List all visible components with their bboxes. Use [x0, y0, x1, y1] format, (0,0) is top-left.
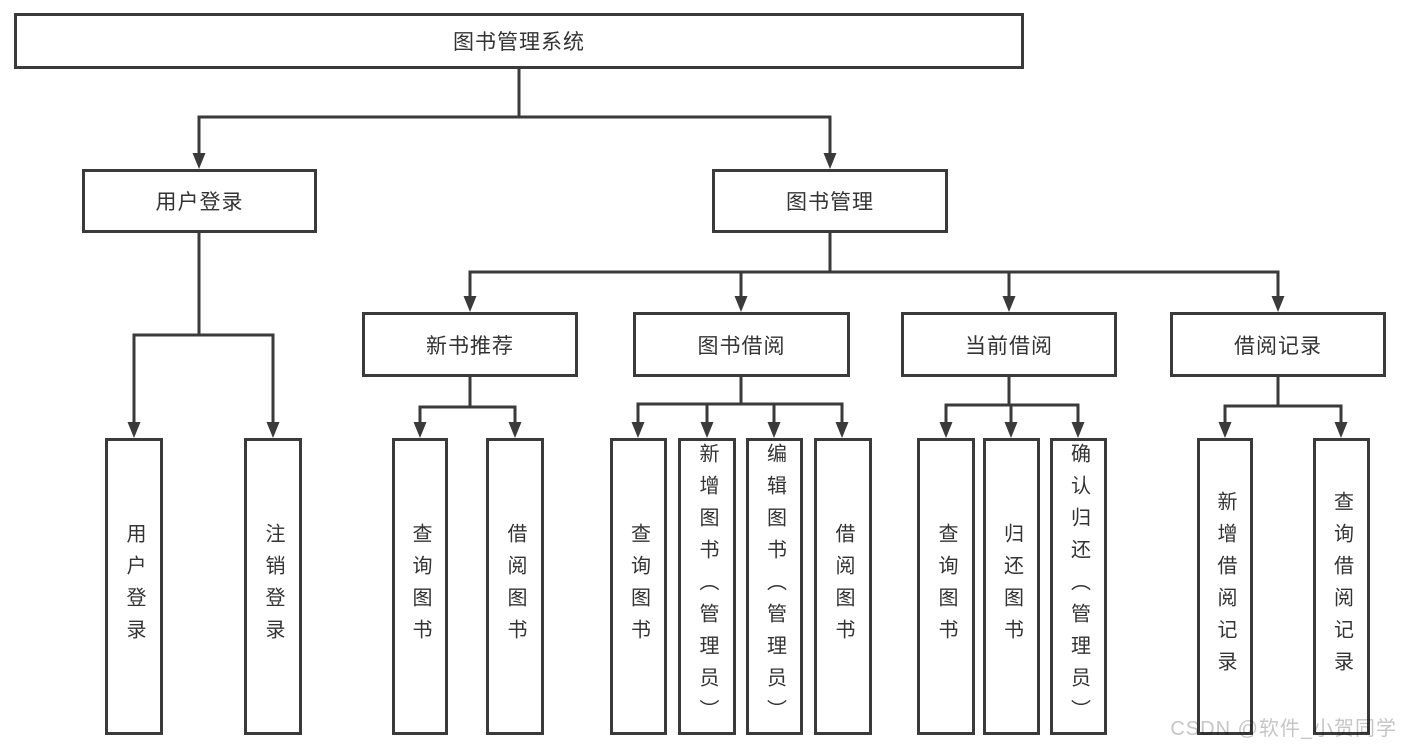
leaf-user-login: 用户登录: [105, 438, 163, 735]
leaf-logout-label: 注销登录: [262, 522, 284, 651]
leaf-borrowing-add-books-admin: 新增图书（管理员）: [678, 438, 736, 735]
edge-userlogin-to-leaves: [132, 233, 275, 427]
node-user-login: 用户登录: [82, 169, 317, 233]
arrowheads: [127, 153, 1348, 438]
leaf-current-return-books-label: 归还图书: [1000, 522, 1023, 651]
node-library-system: 图书管理系统: [14, 13, 1024, 69]
arrowhead: [266, 422, 280, 438]
leaf-records-query-borrow-record: 查询借阅记录: [1313, 438, 1370, 735]
edge-borrowing-to-leaves: [636, 377, 844, 427]
arrowhead: [823, 153, 837, 169]
node-current-borrowing: 当前借阅: [901, 312, 1117, 377]
csdn-watermark: CSDN @软件_小贺同学: [1170, 718, 1397, 740]
leaf-current-confirm-return-admin: 确认归还（管理员）: [1050, 438, 1107, 735]
edge-recommend-to-leaves: [418, 377, 517, 427]
arrowhead: [413, 422, 427, 438]
leaf-borrowing-query-books: 查询图书: [610, 438, 667, 735]
edge-root-to-level2: [197, 69, 832, 158]
leaf-borrowing-query-books-label: 查询图书: [627, 522, 650, 651]
arrowhead: [463, 296, 477, 312]
node-book-management-label: 图书管理: [786, 191, 874, 214]
arrowhead: [192, 153, 206, 169]
arrowhead: [508, 422, 522, 438]
arrowhead: [1002, 296, 1016, 312]
arrowhead: [835, 422, 849, 438]
node-current-borrowing-label: 当前借阅: [965, 334, 1053, 358]
leaf-recommend-query-books-label: 查询图书: [409, 522, 431, 651]
node-user-login-label: 用户登录: [155, 191, 244, 214]
arrowhead: [1071, 422, 1085, 438]
node-library-system-label: 图书管理系统: [453, 31, 585, 54]
leaf-current-confirm-return-admin-label: 确认归还（管理员）: [1067, 442, 1090, 731]
arrowhead: [767, 422, 781, 438]
leaf-current-return-books: 归还图书: [983, 438, 1040, 735]
arrowhead: [1004, 422, 1018, 438]
node-new-book-recommend-label: 新书推荐: [426, 334, 514, 358]
arrowhead: [700, 422, 714, 438]
node-new-book-recommend: 新书推荐: [362, 312, 578, 377]
edge-current-to-leaves: [944, 377, 1080, 427]
leaf-recommend-borrow-books-label: 借阅图书: [504, 522, 526, 651]
leaf-borrowing-borrow-books-label: 借阅图书: [832, 522, 854, 651]
leaf-borrowing-edit-books-admin: 编辑图书（管理员）: [746, 438, 803, 735]
leaf-borrowing-edit-books-admin-label: 编辑图书（管理员）: [763, 442, 786, 731]
leaf-logout: 注销登录: [244, 438, 302, 735]
edge-records-to-leaves: [1223, 377, 1343, 427]
edge-bookmgmt-to-level3: [468, 233, 1280, 301]
leaf-records-query-borrow-record-label: 查询借阅记录: [1330, 490, 1353, 683]
leaf-current-query-books: 查询图书: [917, 438, 975, 735]
leaf-borrowing-add-books-admin-label: 新增图书（管理员）: [696, 442, 718, 731]
arrowhead: [631, 422, 645, 438]
leaf-borrowing-borrow-books: 借阅图书: [814, 438, 872, 735]
leaf-records-add-borrow-record: 新增借阅记录: [1197, 438, 1253, 735]
node-book-management: 图书管理: [712, 169, 948, 233]
arrowhead: [127, 422, 141, 438]
leaf-recommend-query-books: 查询图书: [392, 438, 448, 735]
arrowhead: [1271, 296, 1285, 312]
arrowhead: [939, 422, 953, 438]
leaf-recommend-borrow-books: 借阅图书: [486, 438, 544, 735]
leaf-records-add-borrow-record-label: 新增借阅记录: [1214, 490, 1236, 683]
node-borrowing-records: 借阅记录: [1170, 312, 1386, 377]
arrowhead: [734, 296, 748, 312]
arrowhead: [1218, 422, 1232, 438]
node-borrowing-records-label: 借阅记录: [1234, 334, 1322, 358]
leaf-current-query-books-label: 查询图书: [935, 522, 957, 651]
leaf-user-login-label: 用户登录: [123, 522, 145, 651]
arrowhead: [1334, 422, 1348, 438]
node-book-borrowing: 图书借阅: [633, 312, 850, 377]
node-book-borrowing-label: 图书借阅: [697, 334, 786, 358]
